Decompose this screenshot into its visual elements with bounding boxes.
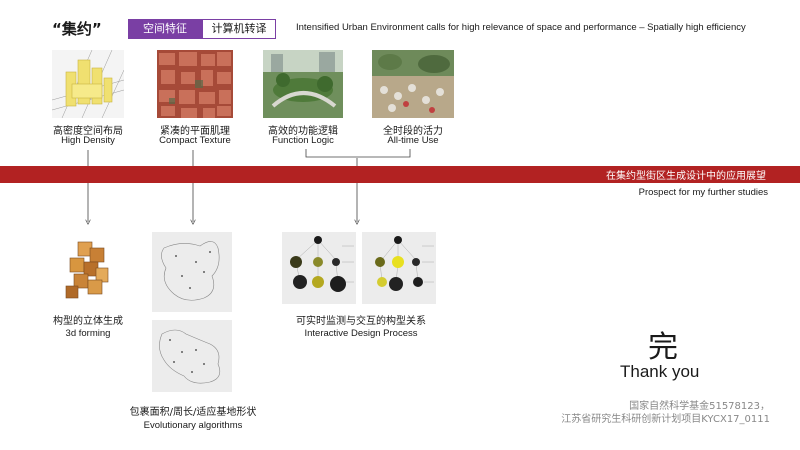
feature-label-cn: 紧凑的平面肌理 xyxy=(160,126,230,137)
aerial-map-image xyxy=(157,50,233,118)
section-band xyxy=(0,166,800,183)
feature-label-en: High Density xyxy=(61,135,115,146)
evolution-panel-bottom xyxy=(152,320,232,392)
market-crowd-image xyxy=(372,50,454,118)
output-label-en: Interactive Design Process xyxy=(304,328,418,339)
evolution-panel-top xyxy=(152,232,232,312)
funding-line-1: 国家自然科学基金51578123， xyxy=(629,401,770,412)
feature-label-en: All-time Use xyxy=(387,135,439,146)
funding-line-2: 江苏省研究生科研创新计划项目KYCX17_0111 xyxy=(561,414,770,425)
output-label-en: Evolutionary algorithms xyxy=(143,420,243,431)
output-label-cn: 可实时监测与交互的构型关系 xyxy=(296,316,426,327)
thank-you-text: Thank you xyxy=(620,362,700,381)
interactive-panel-left xyxy=(282,232,356,304)
output-label-cn: 包裹面积/周长/适应基地形状 xyxy=(129,407,257,418)
feature-label-en: Function Logic xyxy=(272,135,334,146)
tab-computer-translation[interactable]: 计算机转译 xyxy=(202,19,276,39)
band-subtitle: Prospect for my further studies xyxy=(638,187,768,198)
feature-label-cn: 高密度空间布局 xyxy=(53,126,123,137)
output-label-cn: 构型的立体生成 xyxy=(53,316,123,327)
3d-forming-image xyxy=(60,238,116,302)
feature-label-cn: 全时段的活力 xyxy=(383,126,443,137)
feature-label-en: Compact Texture xyxy=(159,135,231,146)
band-title: 在集约型街区生成设计中的应用展望 xyxy=(606,171,766,182)
interactive-panel-right xyxy=(362,232,436,304)
green-infrastructure-image xyxy=(263,50,343,118)
tab-spatial-features[interactable]: 空间特征 xyxy=(128,19,202,39)
page-title: “集约” xyxy=(52,20,102,38)
feature-label-cn: 高效的功能逻辑 xyxy=(268,126,338,137)
density-3d-model-image xyxy=(52,50,124,118)
output-label-en: 3d forming xyxy=(65,328,111,339)
headline: Intensified Urban Environment calls for … xyxy=(296,22,746,33)
end-character: 完 xyxy=(648,330,678,365)
